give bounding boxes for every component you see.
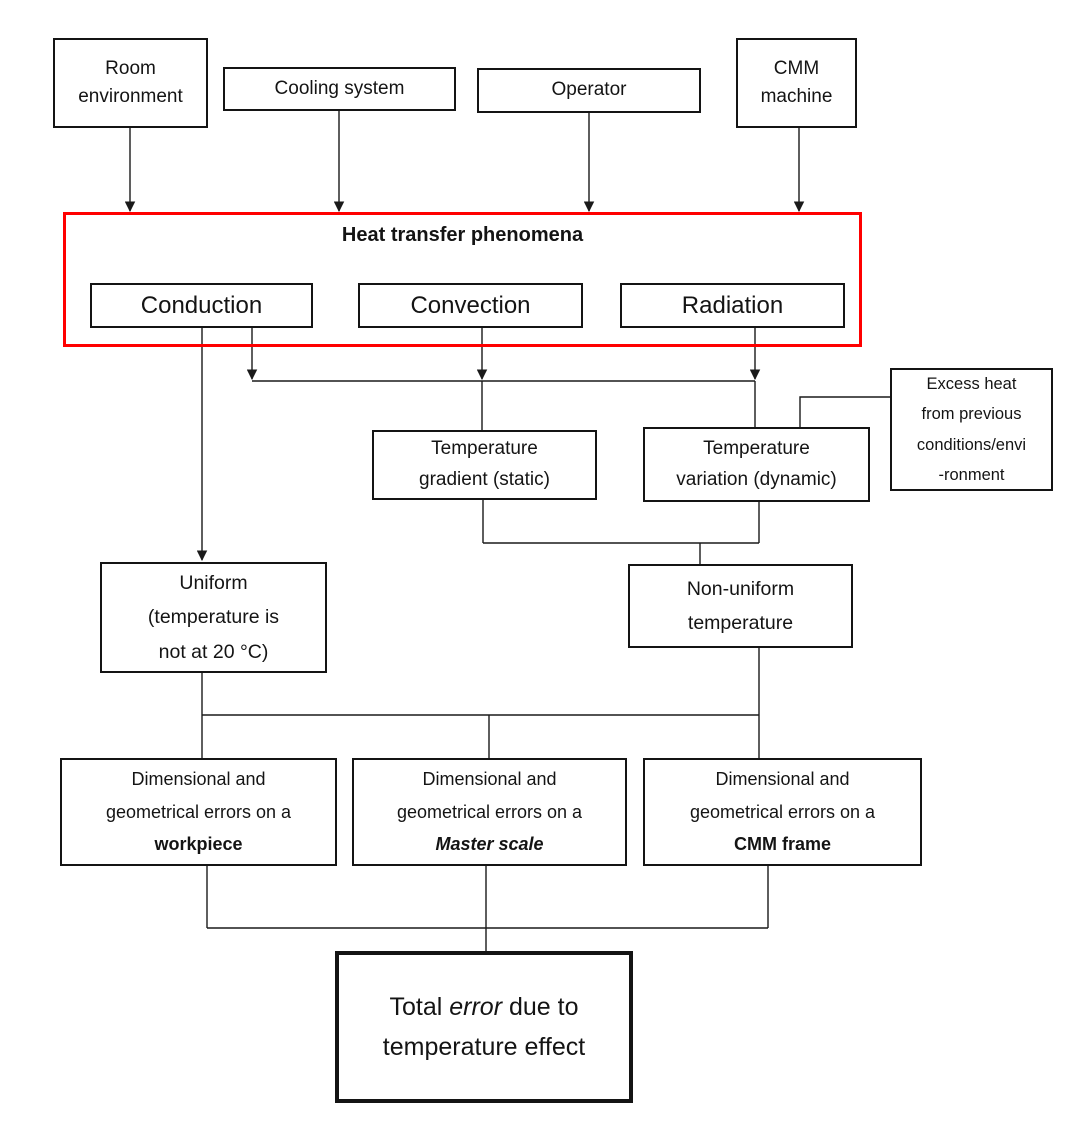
cooling-system-label: Cooling system (274, 77, 405, 99)
node-non-uniform-temperature: Non-uniform temperature (628, 564, 853, 648)
error-cmm-frame-text: Dimensional and geometrical errors on a … (690, 763, 875, 861)
excess-heat-label: Excess heat from previous conditions/env… (916, 375, 1027, 484)
node-conduction: Conduction (90, 283, 313, 328)
node-error-master-scale: Dimensional and geometrical errors on a … (352, 758, 627, 866)
arrows-phenomena-branch (196, 328, 761, 562)
error-master-scale-text: Dimensional and geometrical errors on a … (397, 763, 582, 861)
error-workpiece-emphasis: workpiece (154, 834, 243, 855)
bus-to-error-boxes (201, 648, 760, 758)
arrows-sources-to-phenomena (124, 111, 805, 213)
error-master-scale-line2: geometrical errors on a (396, 801, 583, 822)
bus-to-total (206, 866, 769, 951)
node-temperature-variation: Temperature variation (dynamic) (643, 427, 870, 502)
node-room-environment: Room environment (53, 38, 208, 128)
non-uniform-temperature-label: Non-uniform temperature (686, 577, 795, 634)
heat-transfer-phenomena-box: Heat transfer phenomena (63, 212, 862, 347)
heat-transfer-phenomena-title: Heat transfer phenomena (341, 224, 584, 246)
error-workpiece-text: Dimensional and geometrical errors on a … (106, 763, 291, 861)
error-cmm-frame-line1: Dimensional and (715, 768, 850, 789)
radiation-label: Radiation (681, 291, 784, 319)
temperature-gradient-label: Temperature gradient (static) (419, 438, 550, 490)
node-cooling-system: Cooling system (223, 67, 456, 111)
node-cmm-machine: CMM machine (736, 38, 857, 128)
cmm-machine-label: CMM machine (760, 57, 833, 108)
room-environment-label: Room environment (78, 57, 183, 108)
bus-to-non-uniform (482, 500, 760, 564)
error-workpiece-line1: Dimensional and (131, 768, 266, 789)
node-operator: Operator (477, 68, 701, 113)
node-radiation: Radiation (620, 283, 845, 328)
total-error-line1: Total error due to (383, 987, 585, 1027)
error-cmm-frame-emphasis: CMM frame (733, 834, 831, 855)
operator-label: Operator (551, 79, 627, 101)
temperature-variation-label: Temperature variation (dynamic) (676, 437, 837, 490)
node-total-error: Total error due to temperature effect (335, 951, 633, 1103)
total-error-emphasis: error (449, 993, 503, 1021)
total-error-text: Total error due to temperature effect (383, 987, 585, 1067)
uniform-temperature-label: Uniform (temperature is not at 20 °C) (147, 572, 280, 663)
total-error-line2: temperature effect (382, 1033, 586, 1061)
node-temperature-gradient: Temperature gradient (static) (372, 430, 597, 500)
node-uniform-temperature: Uniform (temperature is not at 20 °C) (100, 562, 327, 673)
total-error-post: due to (502, 993, 579, 1021)
node-excess-heat: Excess heat from previous conditions/env… (890, 368, 1053, 491)
error-cmm-frame-line2: geometrical errors on a (689, 801, 876, 822)
node-convection: Convection (358, 283, 583, 328)
conduction-label: Conduction (140, 291, 263, 319)
convection-label: Convection (410, 291, 531, 319)
error-workpiece-line2: geometrical errors on a (105, 801, 292, 822)
elbow-excess-to-variation (799, 396, 890, 427)
error-master-scale-emphasis: Master scale (435, 834, 544, 855)
error-master-scale-line1: Dimensional and (422, 768, 557, 789)
total-error-pre: Total (389, 993, 450, 1021)
node-error-workpiece: Dimensional and geometrical errors on a … (60, 758, 337, 866)
node-error-cmm-frame: Dimensional and geometrical errors on a … (643, 758, 922, 866)
